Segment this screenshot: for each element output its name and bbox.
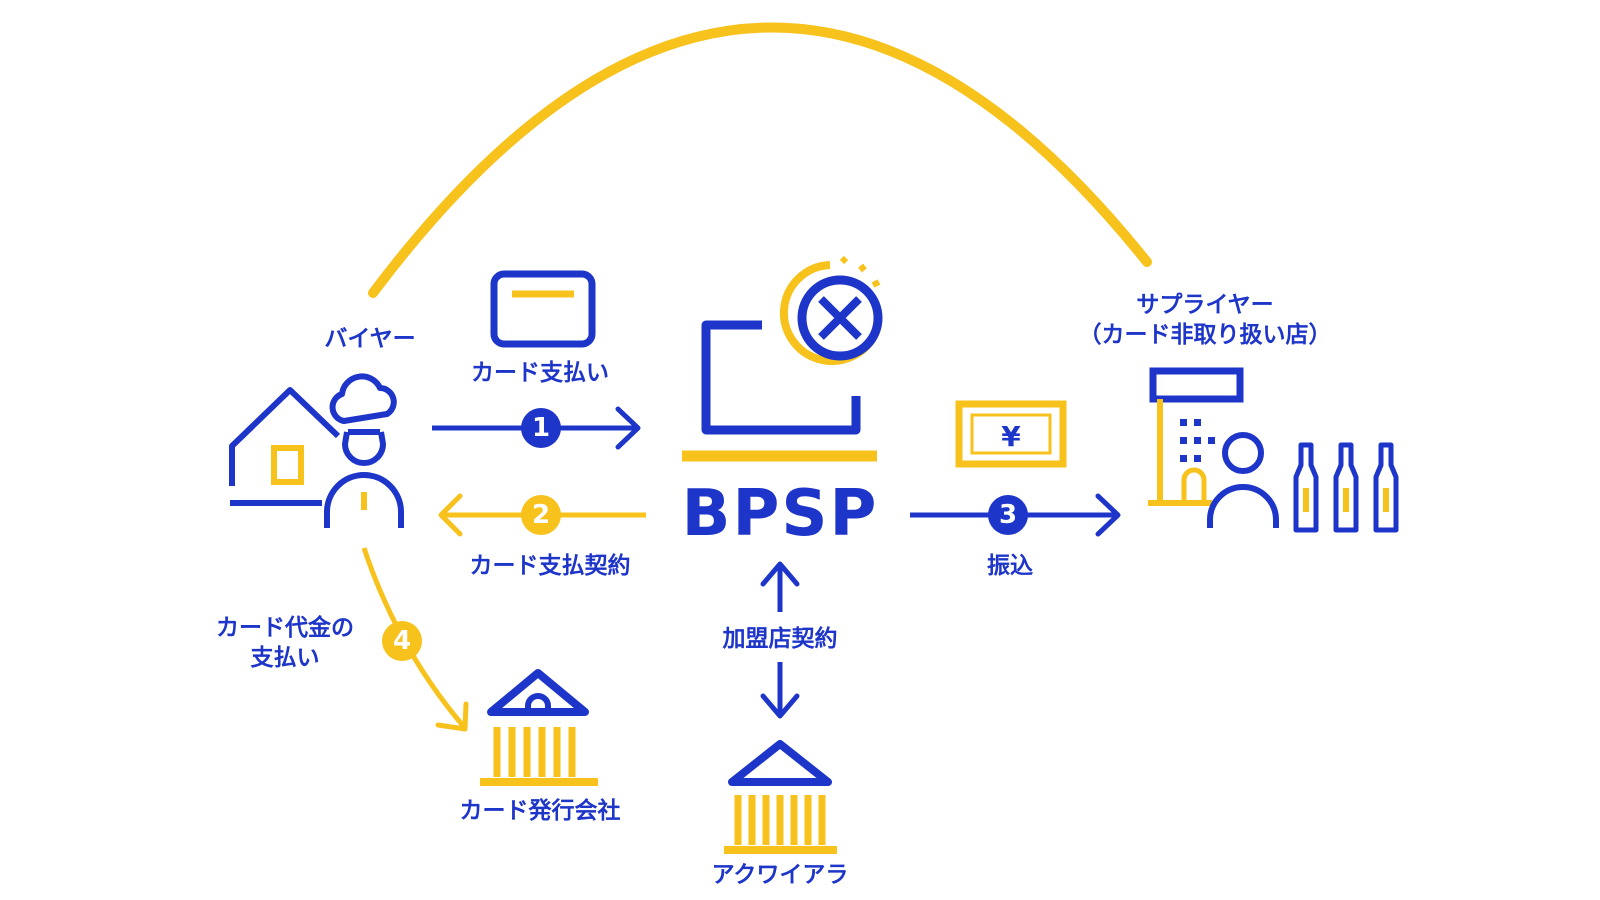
step-4-badge: 4	[382, 621, 422, 661]
card-fee-payment-label-line1: カード代金の	[216, 615, 354, 641]
transfer-label: 振込	[987, 553, 1033, 579]
step-1-badge: 1	[521, 408, 561, 448]
acquirer-label: アクワイアラ	[711, 862, 849, 888]
card-fee-payment-label: カード代金の 支払い	[195, 613, 375, 673]
step-3-badge: 3	[988, 495, 1028, 535]
yen-banknote-icon: ¥	[955, 400, 1067, 468]
buyer-label: バイヤー	[324, 326, 416, 352]
svg-text:¥: ¥	[1001, 420, 1021, 453]
supplier-label-line1: サプライヤー	[1136, 292, 1274, 318]
credit-card-icon	[490, 270, 596, 348]
arrow-merchant-contract	[760, 561, 800, 719]
card-payment-contract-label: カード支払契約	[469, 553, 631, 579]
merchant-contract-label: 加盟店契約	[722, 626, 838, 652]
card-fee-payment-label-line2: 支払い	[250, 645, 320, 671]
issuer-bank-icon	[480, 669, 598, 786]
bpsp-label: BPSP	[681, 477, 879, 551]
card-payment-label: カード支払い	[471, 360, 609, 386]
supplier-label-line2: （カード非取り扱い店）	[1078, 322, 1332, 348]
buyer-supplier-arc	[368, 22, 1152, 298]
acquirer-bank-icon	[724, 740, 837, 854]
store-person-bottles-icon	[1148, 367, 1399, 533]
laptop-globe-icon	[682, 255, 883, 462]
supplier-label: サプライヤー （カード非取り扱い店）	[1060, 290, 1350, 350]
chef-house-icon	[229, 373, 404, 528]
step-2-badge: 2	[521, 495, 561, 535]
issuer-label: カード発行会社	[459, 798, 621, 824]
